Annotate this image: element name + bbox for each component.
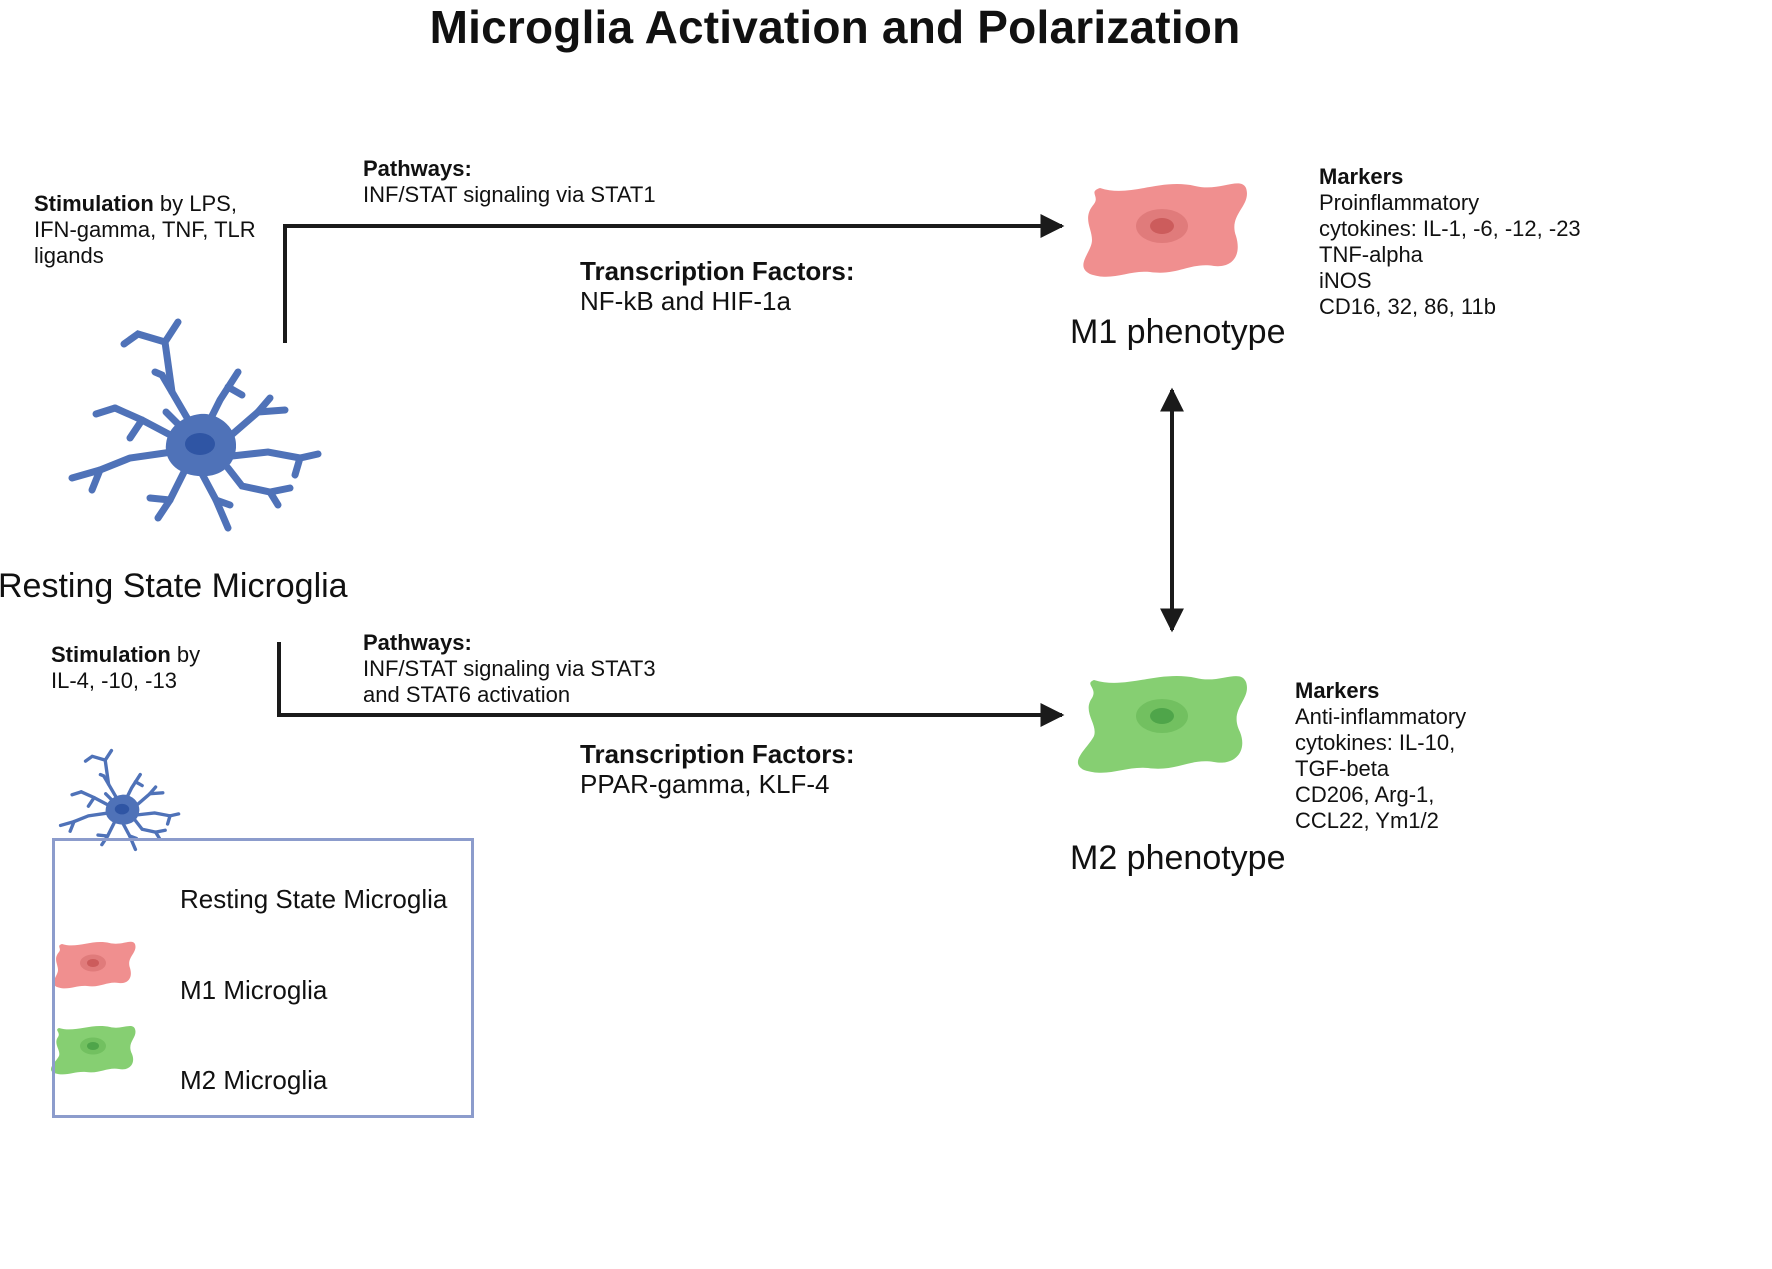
m2-transcription-factors: Transcription Factors: PPAR-gamma, KLF-4 (580, 739, 855, 799)
stimulation-top-bold: Stimulation (34, 191, 154, 216)
stimulation-top-text: Stimulation by LPS, IFN-gamma, TNF, TLR … (34, 191, 256, 269)
m2-marker-5: CCL22, Ym1/2 (1295, 808, 1439, 833)
stimulation-top-rest: by LPS, (153, 191, 237, 216)
m2-markers: Markers Anti-inflammatory cytokines: IL-… (1295, 678, 1466, 834)
m2-tf-value: PPAR-gamma, KLF-4 (580, 769, 830, 799)
stimulation-bottom-bold: Stimulation (51, 642, 171, 667)
m1-transcription-factors: Transcription Factors: NF-kB and HIF-1a (580, 256, 855, 316)
m2-marker-3: TGF-beta (1295, 756, 1390, 781)
legend-item-m1: M1 Microglia (180, 975, 328, 1005)
m2-marker-4: CD206, Arg-1, (1295, 782, 1435, 807)
m2-markers-label: Markers (1295, 678, 1380, 703)
legend-box (52, 838, 474, 1118)
m1-pathways-label: Pathways: (363, 156, 472, 181)
legend-item-m2: M2 Microglia (180, 1065, 328, 1095)
m2-pathways-line-1: INF/STAT signaling via STAT3 (363, 656, 656, 681)
m2-phenotype-label: M2 phenotype (1070, 839, 1286, 877)
m2-marker-1: Anti-inflammatory (1295, 704, 1467, 729)
arrow-to-m1 (283, 214, 1065, 343)
m2-microglia-cell (1077, 676, 1247, 773)
m1-tf-value: NF-kB and HIF-1a (580, 286, 791, 316)
m2-pathways-line-2: and STAT6 activation (363, 682, 571, 707)
resting-microglia-cell (72, 322, 318, 528)
m1-tf-label: Transcription Factors: (580, 256, 855, 286)
stimulation-bottom-line-1: IL-4, -10, -13 (51, 668, 177, 693)
m1-marker-5: CD16, 32, 86, 11b (1319, 294, 1496, 319)
m2-tf-label: Transcription Factors: (580, 739, 855, 769)
stimulation-top-line-2: ligands (34, 243, 104, 268)
m1-pathways-line-1: INF/STAT signaling via STAT1 (363, 182, 656, 207)
m1-marker-3: TNF-alpha (1319, 242, 1423, 267)
m2-marker-2: cytokines: IL-10, (1295, 730, 1456, 755)
m1-microglia-cell (1083, 183, 1247, 277)
m1-markers: Markers Proinflammatory cytokines: IL-1,… (1319, 164, 1759, 320)
stimulation-bottom-text: Stimulation by IL-4, -10, -13 (51, 642, 200, 694)
m1-marker-2: cytokines: IL-1, -6, -12, -23 (1319, 216, 1581, 241)
stimulation-bottom-rest: by (170, 642, 201, 667)
m2-pathways-label: Pathways: (363, 630, 472, 655)
m1-marker-1: Proinflammatory (1319, 190, 1480, 215)
m1-marker-4: iNOS (1319, 268, 1372, 293)
m1-pathways: Pathways: INF/STAT signaling via STAT1 (363, 156, 656, 208)
stimulation-top-line-1: IFN-gamma, TNF, TLR (34, 217, 256, 242)
resting-microglia-label: Resting State Microglia (0, 567, 348, 605)
m1-phenotype-label: M1 phenotype (1070, 313, 1286, 351)
arrow-to-m2 (277, 642, 1065, 727)
legend-resting-icon (58, 748, 181, 852)
m2-pathways: Pathways: INF/STAT signaling via STAT3 a… (363, 630, 656, 708)
m1-markers-label: Markers (1319, 164, 1404, 189)
legend-item-resting: Resting State Microglia (180, 884, 448, 914)
diagram-title: Microglia Activation and Polarization (429, 1, 1241, 53)
